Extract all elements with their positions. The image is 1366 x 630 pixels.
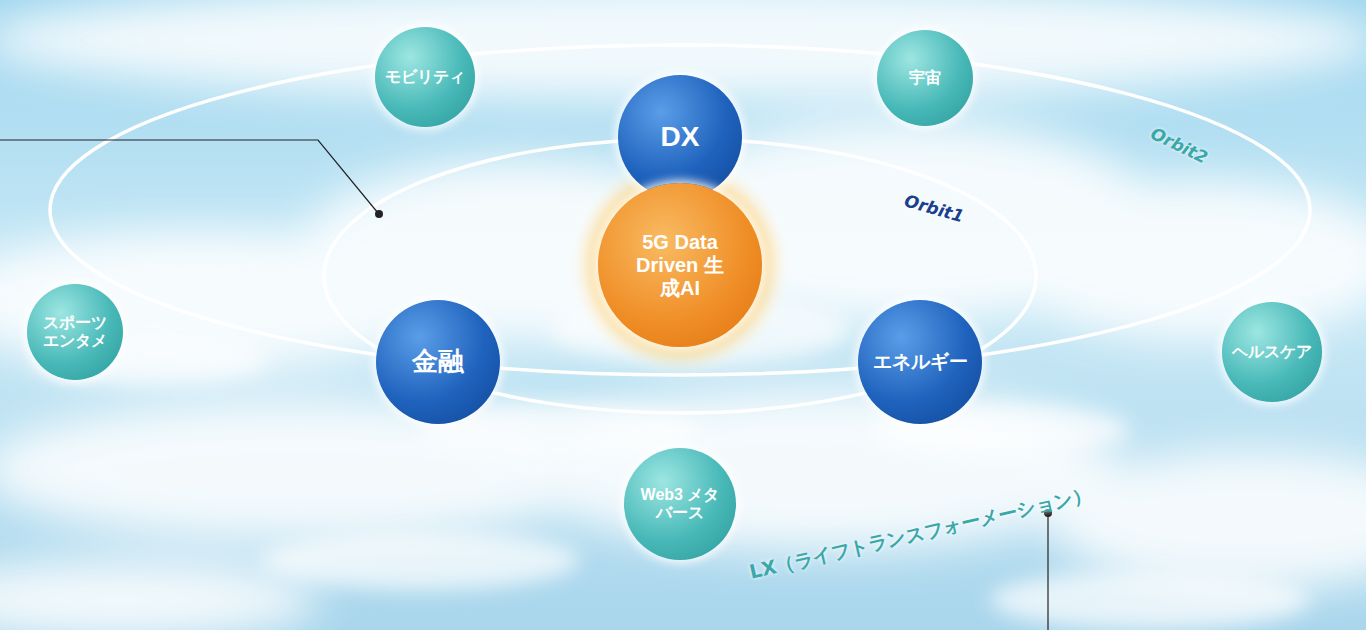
center-glow (568, 153, 792, 377)
outer-orbit (50, 45, 1310, 375)
node-label: 金融 (412, 347, 464, 377)
finance-circle: 金融 (376, 300, 500, 424)
node-label: ヘルスケア (1232, 343, 1312, 361)
core-tech-circle: 5G Data Driven 生成AI (598, 183, 762, 347)
mobility-circle: モビリティ (375, 27, 475, 127)
node-label: モビリティ (385, 68, 465, 86)
node-label: Web3 メタバース (638, 486, 722, 523)
leader-line (1047, 513, 1048, 630)
lx-label: LX（ライフトランスフォーメーション） (747, 482, 1094, 586)
node-label: 5G Data Driven 生成AI (632, 231, 728, 300)
leader-line (0, 140, 378, 213)
orbit-label: Orbit2 (1148, 123, 1211, 168)
space-circle: 宇宙 (877, 30, 973, 126)
leader-dot (375, 210, 383, 218)
node-label: エネルギー (873, 351, 968, 373)
dx-circle: DX (618, 75, 742, 199)
node-label: 宇宙 (909, 69, 941, 87)
node-label: DX (661, 121, 700, 153)
orbit-label: Orbit1 (902, 190, 966, 226)
energy-circle: エネルギー (858, 300, 982, 424)
sports-circle: スポーツ エンタメ (27, 284, 124, 381)
web3-circle: Web3 メタバース (624, 448, 736, 560)
node-label: スポーツ エンタメ (39, 314, 111, 351)
healthcare-circle: ヘルスケア (1222, 302, 1322, 402)
